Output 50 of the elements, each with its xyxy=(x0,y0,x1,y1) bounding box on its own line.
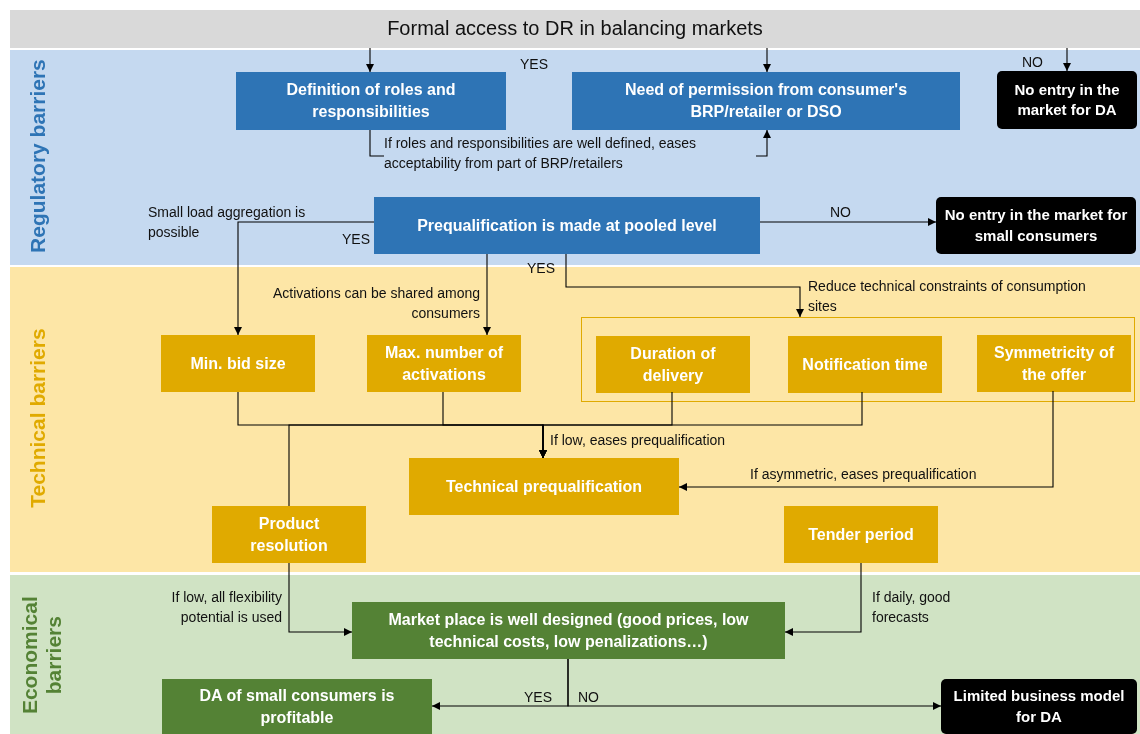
branch-label: YES xyxy=(342,230,370,249)
edge-label: Reduce technical constraints of consumption sites xyxy=(808,277,1087,317)
connector-arrow xyxy=(483,253,491,336)
edge-label: Small load aggregation is possible xyxy=(148,203,307,243)
process-box: Tender period xyxy=(784,506,938,563)
outcome-box: No entry in the market for small consumers xyxy=(936,197,1136,254)
connector-arrow xyxy=(366,47,374,73)
branch-label: YES xyxy=(520,55,548,74)
process-box: Notification time xyxy=(788,336,942,393)
edge-label: NO xyxy=(1022,53,1044,72)
process-box: Min. bid size xyxy=(161,335,315,392)
band-label: Technical barriers xyxy=(25,326,50,510)
edge-label: YES xyxy=(524,688,553,707)
outcome-box: No entry in the market for DA xyxy=(997,71,1137,129)
process-box: Product resolution xyxy=(212,506,366,563)
edge-label: If daily, good forecasts xyxy=(872,588,952,628)
swimlane-band xyxy=(10,50,1140,265)
edge-label: NO xyxy=(578,688,600,707)
connector-arrow xyxy=(565,253,804,318)
process-box: Definition of roles and responsibilities xyxy=(236,72,506,130)
connector-arrow xyxy=(1063,47,1071,72)
process-box: Prequalification is made at pooled level xyxy=(374,197,760,254)
edge-label: Activations can be shared among consumers xyxy=(272,284,480,324)
process-box: Technical prequalification xyxy=(409,458,679,515)
connector-arrow xyxy=(759,218,937,226)
connector-arrow xyxy=(678,390,1054,491)
connector-arrow xyxy=(784,562,862,636)
band-label: Economical barriers xyxy=(17,594,66,716)
band-label: Regulatory barriers xyxy=(25,57,50,255)
process-box: Need of permission from consumer's BRP/retailer or DSO xyxy=(572,72,960,130)
branch-label: YES xyxy=(527,259,555,278)
swimlane-band xyxy=(10,575,1140,734)
connector-arrow xyxy=(763,47,771,73)
connector-arrow xyxy=(234,221,375,336)
edge-label: NO xyxy=(830,203,852,222)
outcome-box: Limited business model for DA xyxy=(941,679,1137,734)
group-outline xyxy=(581,317,1135,402)
header-title: Formal access to DR in balancing markets xyxy=(387,17,763,40)
process-box: DA of small consumers is profitable xyxy=(162,679,432,734)
edge-label: If low, all flexibility potential is used xyxy=(170,588,282,628)
connector-arrow xyxy=(567,658,942,710)
process-box: Max. number of activations xyxy=(367,335,521,392)
process-box: Symmetricity of the offer xyxy=(977,335,1131,392)
edge-label: If asymmetric, eases prequalification xyxy=(750,465,978,484)
process-box: Market place is well designed (good prices, low technical costs, low penalizations…) xyxy=(352,602,785,659)
connector-arrow xyxy=(288,562,353,636)
header-band xyxy=(10,10,1140,48)
process-box: Duration of delivery xyxy=(596,336,750,393)
connector-arrow xyxy=(288,424,547,507)
edge-label: If low, eases prequalification xyxy=(550,431,727,450)
